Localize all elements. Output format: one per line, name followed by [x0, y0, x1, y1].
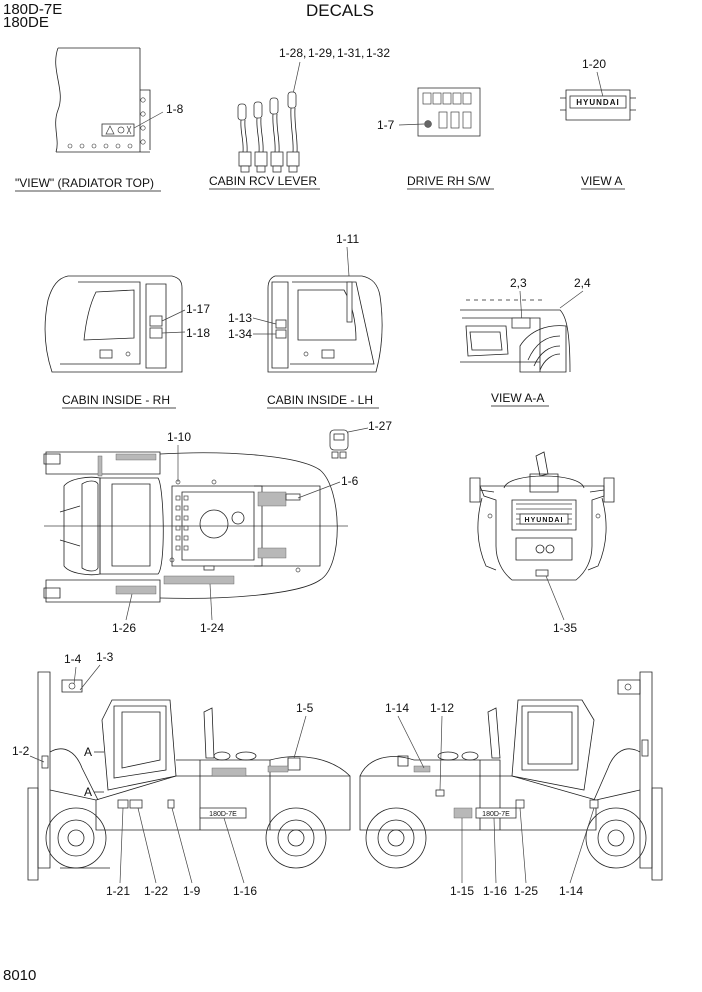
callout-1-16-left: 1-16: [233, 884, 257, 898]
callout-1-4: 1-4: [64, 652, 82, 666]
callout-1-3: 1-3: [96, 650, 114, 664]
callout-1-14-bottom: 1-14: [559, 884, 583, 898]
brand-decal: [569, 95, 627, 109]
callout-1-21: 1-21: [106, 884, 130, 898]
callout-1-18: 1-18: [186, 326, 210, 340]
view-marker-a-2: A: [84, 785, 92, 799]
top-plan-view: 1-10 1-27 1-6 1-26 1-24: [43, 419, 392, 635]
drive-rh-switch-view: 1-7 DRIVE RH S/W: [377, 87, 494, 190]
caption-radiator-top: "VIEW" (RADIATOR TOP): [15, 176, 154, 190]
cabin-rcv-lever-view: 1-28 , 1-29 , 1-31 , 1-32: [209, 46, 390, 190]
callout-1-11: 1-11: [336, 232, 359, 246]
drive-switch-decal: [424, 120, 432, 128]
callout-1-26: 1-26: [112, 621, 136, 635]
brand-decal-text: HYUNDAI: [576, 98, 619, 107]
callout-1-12: 1-12: [430, 701, 454, 715]
rear-brand-decal: [519, 513, 569, 525]
cabin-rh-decal-upper: [149, 315, 163, 327]
callout-1-24: 1-24: [200, 621, 224, 635]
callout-1-5: 1-5: [296, 701, 314, 715]
caption-drive-rh-sw: DRIVE RH S/W: [407, 174, 491, 188]
cabin-inside-lh-view: 1-11 1-13 1-34 CABIN INSIDE - LH: [228, 232, 383, 409]
view-a-a: 2,3 2,4 VIEW A-A: [460, 276, 591, 407]
cabin-lh-decal-lower: [275, 329, 287, 339]
left-side-decal-1-9: [167, 799, 175, 809]
left-side-model-plate-text: 180D-7E: [209, 811, 237, 818]
rear-decal-1-35: [535, 569, 549, 577]
view-marker-a-1: A: [84, 745, 92, 759]
caption-cabin-inside-lh: CABIN INSIDE - LH: [267, 393, 373, 407]
cabin-lh-window-decal: [346, 281, 353, 323]
decal-1-27-part: [329, 429, 349, 459]
caption-cabin-rcv-lever: CABIN RCV LEVER: [209, 174, 317, 188]
caption-view-a: VIEW A: [581, 174, 622, 188]
callout-1-8: 1-8: [166, 102, 184, 116]
left-side-decal-1-21: [117, 799, 129, 809]
callout-separator: ,: [361, 46, 364, 60]
callout-1-25: 1-25: [514, 884, 538, 898]
callout-1-28: 1-28: [279, 46, 303, 60]
caption-view-aa: VIEW A-A: [491, 391, 544, 405]
callout-1-15: 1-15: [450, 884, 474, 898]
right-mast-decal: [641, 739, 649, 757]
callout-separator: ,: [303, 46, 306, 60]
rcv-lever-4: [286, 91, 300, 173]
radiator-top-view: 1-8 "VIEW" (RADIATOR TOP): [15, 47, 184, 192]
callout-1-14-top: 1-14: [385, 701, 409, 715]
callout-1-35: 1-35: [553, 621, 577, 635]
callout-1-22: 1-22: [144, 884, 168, 898]
left-side-model-plate: [199, 807, 247, 819]
cabin-lh-decal-upper: [275, 319, 287, 329]
callout-1-6: 1-6: [341, 474, 359, 488]
callout-1-27: 1-27: [368, 419, 392, 433]
callout-1-34: 1-34: [228, 327, 252, 341]
model-code-1: 180D-7E: [3, 1, 62, 18]
callout-1-32: 1-32: [366, 46, 390, 60]
page-number: 8010: [3, 967, 36, 984]
callout-1-17: 1-17: [186, 302, 210, 316]
right-side-view: 180D-7E 1-14 1-12 1-15 1-16 1-25 1-14: [359, 671, 663, 898]
callout-1-2: 1-2: [12, 744, 30, 758]
right-side-decal-1-14: [589, 799, 599, 809]
right-side-model-plate: [475, 807, 517, 819]
callout-2-3: 2,3: [510, 276, 527, 290]
cabin-rh-decal-lower: [149, 327, 163, 339]
top-view-decal-1-26: [115, 585, 157, 595]
top-view-decal-1-24: [163, 575, 235, 585]
rcv-lever-3: [269, 97, 284, 173]
callout-1-16-right: 1-16: [483, 884, 507, 898]
right-side-model-plate-text: 180D-7E: [482, 811, 510, 818]
callout-1-7: 1-7: [377, 118, 395, 132]
view-aa-decal: [511, 317, 531, 329]
cabin-inside-rh-view: 1-17 1-18 CABIN INSIDE - RH: [44, 275, 210, 409]
mast-decal: [41, 755, 49, 769]
callout-1-29: 1-29: [308, 46, 332, 60]
rear-view: HYUNDAI 1-35: [469, 451, 615, 635]
rcv-lever-1: [237, 103, 252, 173]
callout-1-10: 1-10: [167, 430, 191, 444]
callout-1-20: 1-20: [582, 57, 606, 71]
left-side-view: 180D-7E 1-4 1-3 1-2 A A 1-5 1-21 1-22 1-…: [12, 650, 351, 898]
callout-1-9: 1-9: [183, 884, 201, 898]
view-a: 1-20 HYUNDAI VIEW A: [560, 57, 636, 190]
page-title: DECALS: [306, 1, 374, 20]
right-side-decal-1-12: [435, 789, 445, 797]
rcv-lever-2: [253, 101, 268, 173]
right-side-decal-1-25: [515, 799, 525, 809]
left-side-decal-1-22: [129, 799, 143, 809]
rear-brand-decal-text: HYUNDAI: [525, 517, 564, 524]
top-view-decal-1-6: [285, 493, 301, 501]
caption-cabin-inside-rh: CABIN INSIDE - RH: [62, 393, 170, 407]
callout-separator: ,: [332, 46, 335, 60]
callout-1-13: 1-13: [228, 311, 252, 325]
callout-2-4: 2,4: [574, 276, 591, 290]
model-code-2: 180DE: [3, 14, 49, 31]
callout-1-31: 1-31: [337, 46, 361, 60]
